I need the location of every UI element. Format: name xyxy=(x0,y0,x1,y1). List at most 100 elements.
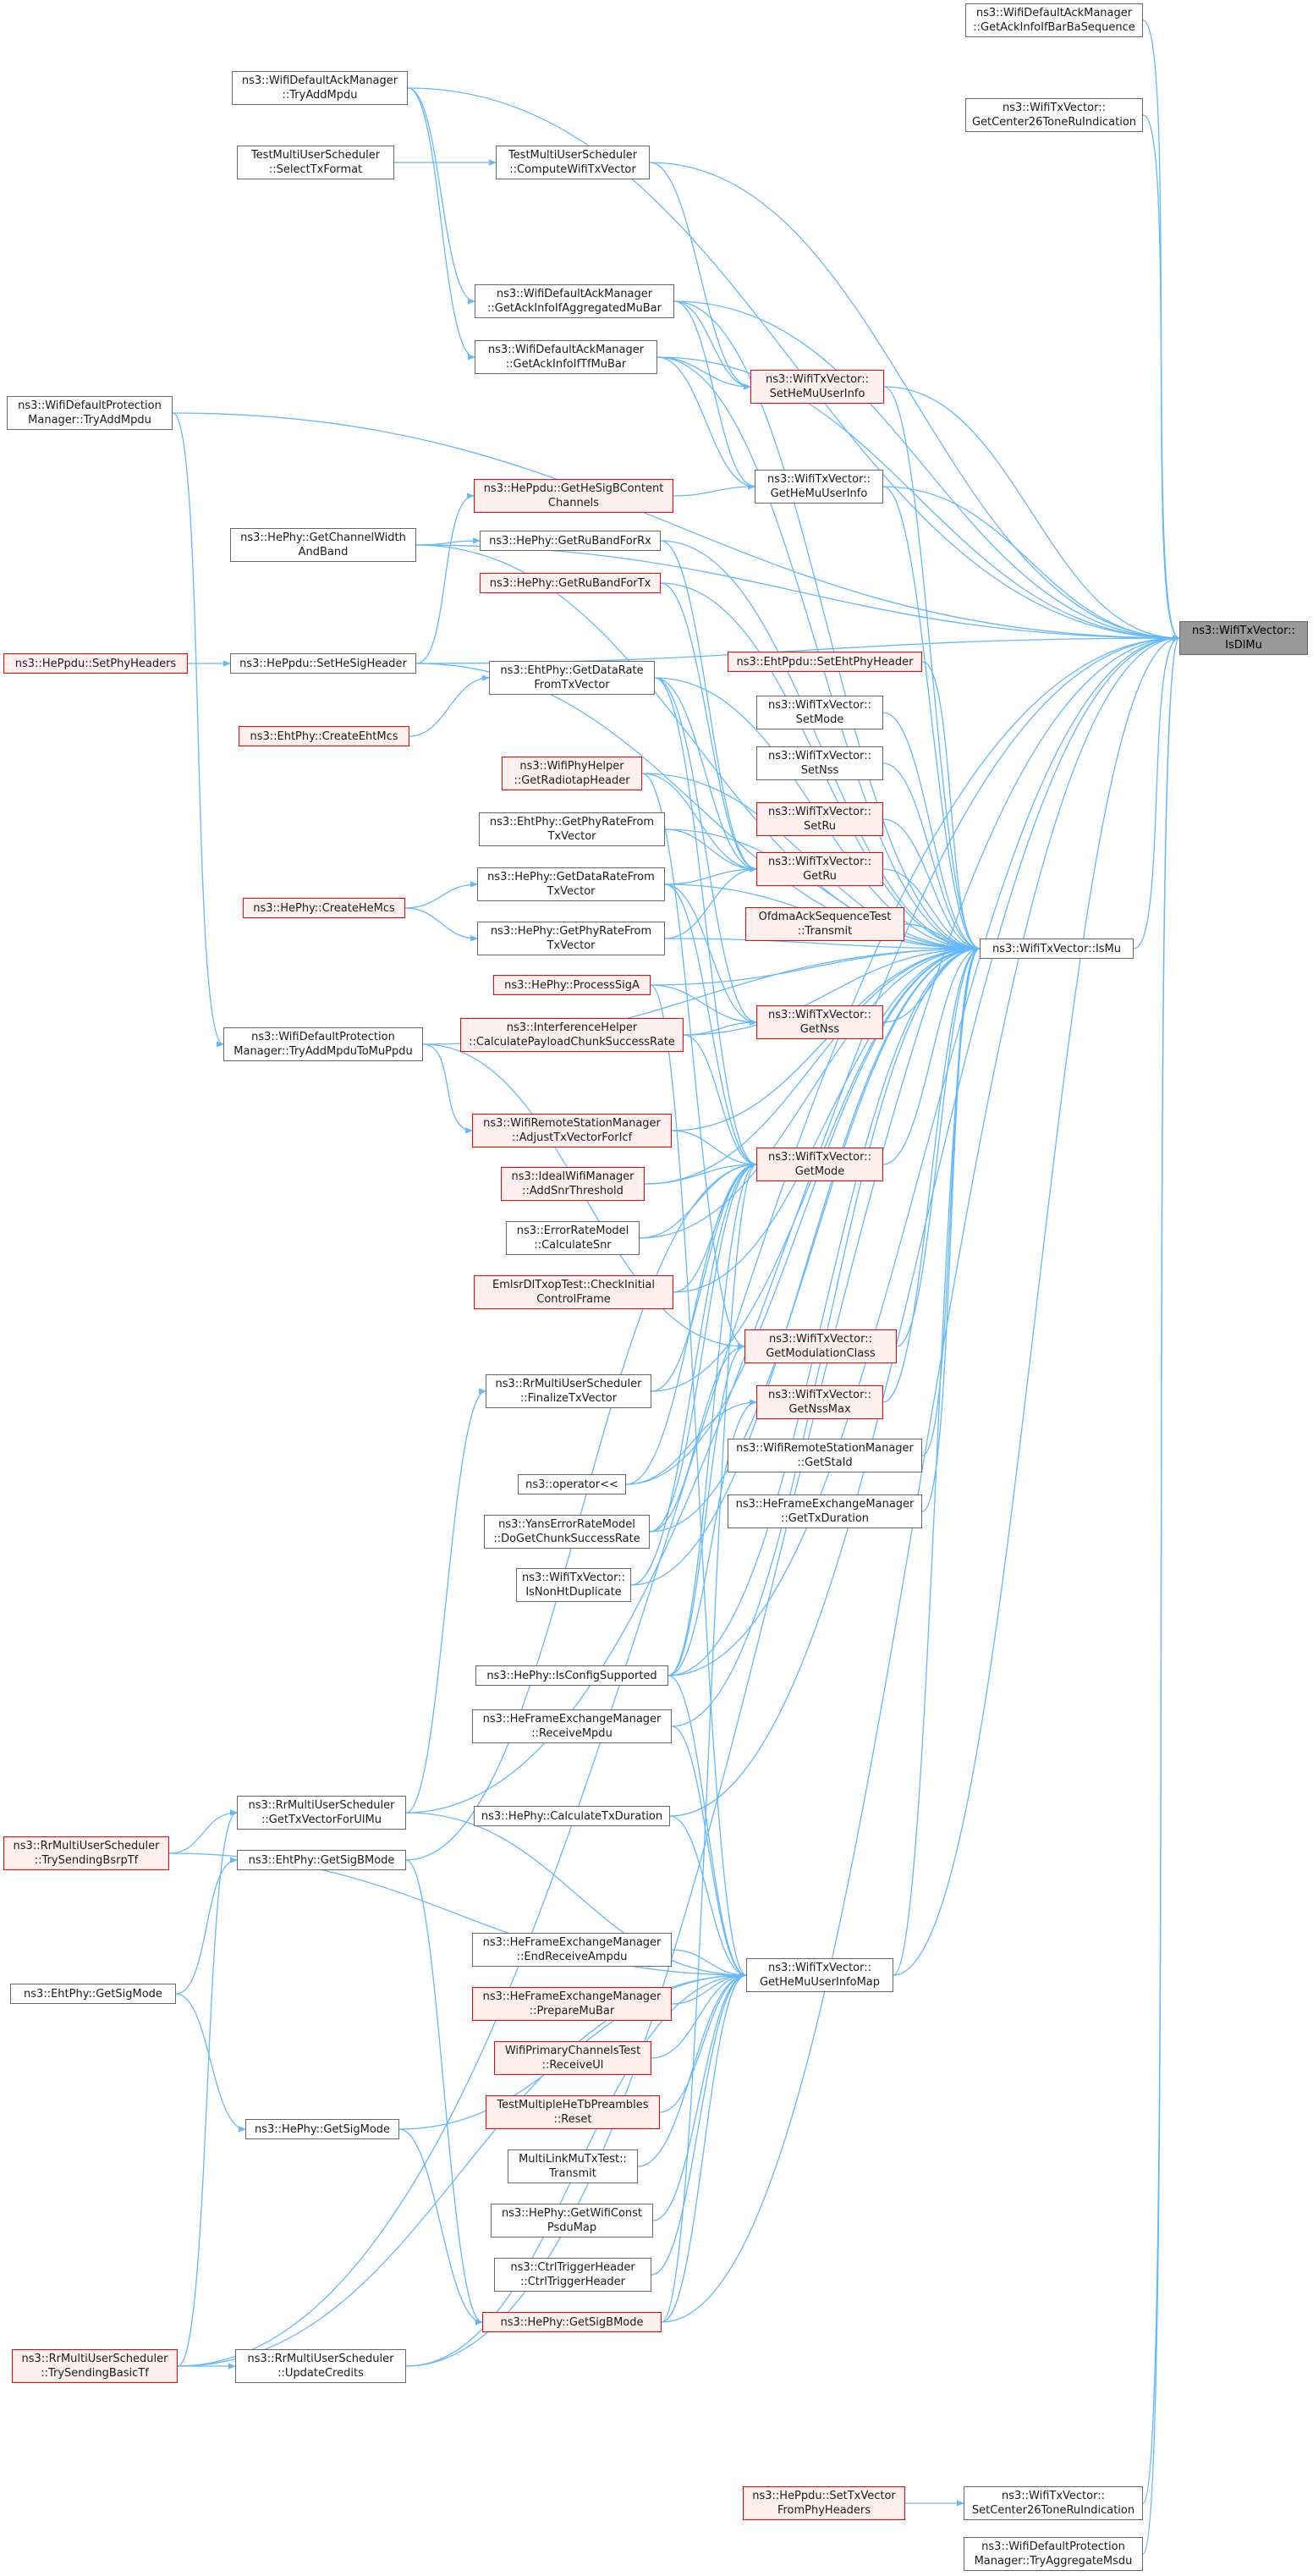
graph-node-setehtphy[interactable]: ns3::EhtPpdu::SetEhtPhyHeader xyxy=(728,652,922,672)
graph-node-getheuser[interactable]: ns3::WifiTxVector::GetHeMuUserInfo xyxy=(755,470,883,504)
graph-node-getnss[interactable]: ns3::WifiTxVector::GetNss xyxy=(756,1005,883,1039)
graph-node-finalizetx[interactable]: ns3::RrMultiUserScheduler::FinalizeTxVec… xyxy=(486,1374,651,1408)
graph-node-setphyhdr[interactable]: ns3::HePpdu::SetPhyHeaders xyxy=(3,653,188,674)
graph-node-preparemubar[interactable]: ns3::HeFrameExchangeManager::PrepareMuBa… xyxy=(472,1987,672,2021)
graph-node-idealsnr[interactable]: ns3::IdealWifiManager::AddSnrThreshold xyxy=(501,1167,645,1201)
call-edge xyxy=(664,866,757,885)
graph-node-label: ::GetStaId xyxy=(797,1456,853,1469)
call-edge xyxy=(641,773,745,1350)
graph-node-radiotap[interactable]: ns3::WifiPhyHelper::GetRadiotapHeader xyxy=(502,757,642,790)
graph-node-adjusttx[interactable]: ns3::WifiRemoteStationManager::AdjustTxV… xyxy=(472,1114,672,1148)
graph-node-calctxdur[interactable]: ns3::HePhy::CalculateTxDuration xyxy=(474,1806,670,1826)
call-edge xyxy=(654,677,757,1168)
graph-node-trybasic[interactable]: ns3::RrMultiUserScheduler::TrySendingBas… xyxy=(12,2349,178,2383)
graph-node-recvmpdu[interactable]: ns3::HeFrameExchangeManager::ReceiveMpdu xyxy=(472,1709,672,1743)
graph-node-ackaggmubar[interactable]: ns3::WifiDefaultAckManager::GetAckInfoIf… xyxy=(475,284,674,318)
graph-node-ehtsigb[interactable]: ns3::EhtPhy::GetSigBMode xyxy=(237,1850,406,1870)
graph-node-label: ns3::WifiPhyHelper xyxy=(519,760,624,773)
graph-node-label: ns3::WifiTxVector:: xyxy=(1001,2490,1105,2502)
call-edge xyxy=(175,1857,238,1995)
graph-node-label: ns3::HeFrameExchangeManager xyxy=(482,1990,662,2003)
graph-node-label: ns3::WifiTxVector:: xyxy=(767,806,871,818)
graph-node-rubandrx[interactable]: ns3::HePhy::GetRuBandForRx xyxy=(480,531,661,551)
graph-node-label: TestMultipleHeTbPreambles xyxy=(497,2099,649,2111)
graph-node-setmode[interactable]: ns3::WifiTxVector::SetMode xyxy=(756,696,883,729)
graph-node-interference[interactable]: ns3::InterferenceHelper::CalculatePayloa… xyxy=(460,1018,684,1052)
graph-node-ackbar[interactable]: ns3::WifiDefaultAckManager::GetAckInfoIf… xyxy=(965,3,1143,37)
graph-node-configsupp[interactable]: ns3::HePhy::IsConfigSupported xyxy=(475,1665,668,1686)
call-edge xyxy=(660,540,757,872)
graph-node-label: ns3::WifiDefaultProtection xyxy=(251,1031,395,1043)
call-edge xyxy=(671,1726,747,1979)
call-edge xyxy=(921,945,981,1456)
call-edge xyxy=(405,1161,757,1861)
call-edge xyxy=(656,356,751,390)
graph-node-label: ns3::HePpdu::GetHeSigBContent xyxy=(483,482,664,495)
call-edge xyxy=(664,828,757,872)
graph-node-ofdmatransmit[interactable]: OfdmaAckSequenceTest::Transmit xyxy=(745,907,904,941)
graph-node-processsiga[interactable]: ns3::HePhy::ProcessSigA xyxy=(493,975,651,995)
graph-node-label: ::CalculateSnr xyxy=(534,1239,612,1252)
graph-node-yanserror[interactable]: ns3::YansErrorRateModel::DoGetChunkSucce… xyxy=(484,1515,650,1549)
graph-node-label: SetHeMuUserInfo xyxy=(769,388,865,400)
graph-node-isdlmu[interactable]: ns3::WifiTxVector::IsDlMu xyxy=(1179,621,1308,655)
graph-node-tryaddmpdu_ack[interactable]: ns3::WifiDefaultAckManager::TryAddMpdu xyxy=(232,71,408,105)
graph-node-label: ns3::WifiDefaultAckManager xyxy=(487,344,645,356)
graph-node-getnssmax[interactable]: ns3::WifiTxVector::GetNssMax xyxy=(756,1385,883,1419)
graph-node-getru[interactable]: ns3::WifiTxVector::GetRu xyxy=(756,852,883,886)
graph-node-computewifi[interactable]: TestMultiUserScheduler::ComputeWifiTxVec… xyxy=(496,146,650,179)
graph-node-setcenter26[interactable]: ns3::WifiTxVector::SetCenter26ToneRuIndi… xyxy=(964,2486,1143,2520)
graph-node-createhe[interactable]: ns3::HePhy::CreateHeMcs xyxy=(243,898,405,918)
graph-node-selecttx[interactable]: TestMultiUserScheduler::SelectTxFormat xyxy=(237,146,394,179)
graph-node-label: ns3::HePpdu::SetHeSigHeader xyxy=(239,657,407,670)
graph-node-trybsrp[interactable]: ns3::RrMultiUserScheduler::TrySendingBsr… xyxy=(3,1836,169,1870)
graph-node-rubandtx[interactable]: ns3::HePhy::GetRuBandForTx xyxy=(480,573,661,593)
graph-node-hesigmode[interactable]: ns3::HePhy::GetSigMode xyxy=(245,2119,399,2139)
call-edge xyxy=(882,762,981,952)
call-edge xyxy=(673,300,755,490)
graph-node-getmodclass[interactable]: ns3::WifiTxVector::GetModulationClass xyxy=(744,1329,897,1363)
graph-node-nonht[interactable]: ns3::WifiTxVector::IsNonHtDuplicate xyxy=(516,1568,631,1602)
graph-node-label: Transmit xyxy=(549,2167,596,2180)
graph-node-gettxdur[interactable]: ns3::HeFrameExchangeManager::GetTxDurati… xyxy=(728,1494,922,1528)
graph-node-label: ns3::YansErrorRateModel xyxy=(498,1518,635,1531)
graph-node-ctrltrig[interactable]: ns3::CtrlTriggerHeader::CtrlTriggerHeade… xyxy=(494,2258,651,2292)
graph-node-ehtsigmode[interactable]: ns3::EhtPhy::GetSigMode xyxy=(10,1984,176,2004)
graph-node-updatecred[interactable]: ns3::RrMultiUserScheduler::UpdateCredits xyxy=(235,2349,406,2383)
graph-node-label: PsduMap xyxy=(547,2221,597,2234)
graph-node-setru[interactable]: ns3::WifiTxVector::SetRu xyxy=(756,802,883,836)
graph-node-mlmutransmit[interactable]: MultiLinkMuTxTest::Transmit xyxy=(508,2149,638,2183)
graph-node-primaryul[interactable]: WifiPrimaryChannelsTest::ReceiveUl xyxy=(494,2041,651,2075)
graph-node-getmode[interactable]: ns3::WifiTxVector::GetMode xyxy=(756,1148,883,1181)
graph-node-label: ::GetRadiotapHeader xyxy=(514,774,630,787)
graph-node-setnss[interactable]: ns3::WifiTxVector::SetNss xyxy=(756,746,883,780)
call-edge xyxy=(405,1859,483,2326)
graph-node-createeht[interactable]: ns3::EhtPhy::CreateEhtMcs xyxy=(239,726,409,746)
graph-node-getheuim[interactable]: ns3::WifiTxVector::GetHeMuUserInfoMap xyxy=(746,1958,893,1992)
graph-node-operatorlt[interactable]: ns3::operator<< xyxy=(518,1474,626,1494)
graph-node-getstaid[interactable]: ns3::WifiRemoteStationManager::GetStaId xyxy=(728,1439,922,1472)
graph-node-errorsnr[interactable]: ns3::ErrorRateModel::CalculateSnr xyxy=(506,1221,640,1255)
graph-node-setheuser[interactable]: ns3::WifiTxVector::SetHeMuUserInfo xyxy=(750,370,884,404)
graph-node-label: ns3::HePhy::CreateHeMcs xyxy=(253,901,395,915)
graph-node-endrecv[interactable]: ns3::HeFrameExchangeManager::EndReceiveA… xyxy=(472,1933,672,1967)
graph-node-acktfmubar[interactable]: ns3::WifiDefaultAckManager::GetAckInfoIf… xyxy=(475,340,657,374)
graph-node-gettxforul[interactable]: ns3::RrMultiUserScheduler::GetTxVectorFo… xyxy=(237,1796,406,1830)
graph-node-center26[interactable]: ns3::WifiTxVector::GetCenter26ToneRuIndi… xyxy=(965,98,1143,132)
graph-node-ismu[interactable]: ns3::WifiTxVector::IsMu xyxy=(980,938,1134,959)
graph-node-hesigb[interactable]: ns3::HePhy::GetSigBMode xyxy=(482,2312,662,2332)
graph-node-hetbreset[interactable]: TestMultipleHeTbPreambles::Reset xyxy=(486,2095,660,2129)
graph-node-sethesig[interactable]: ns3::HePpdu::SetHeSigHeader xyxy=(230,653,416,674)
